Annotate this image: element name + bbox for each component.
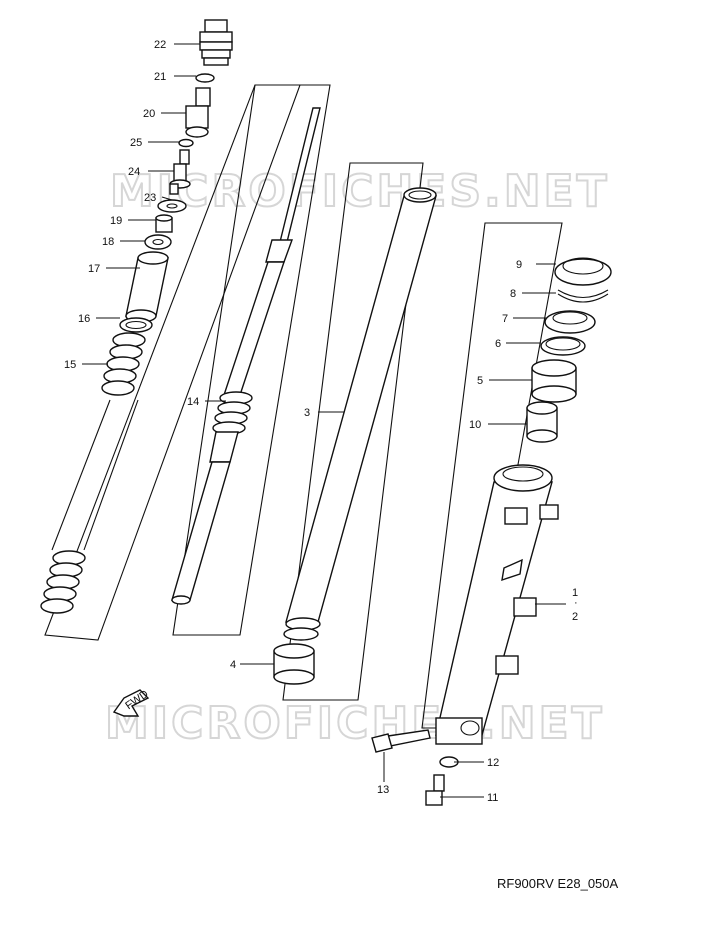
- part-18-washer: [144, 234, 172, 250]
- part-17-spacer: [125, 251, 169, 323]
- part-5-bush: [531, 359, 577, 403]
- part-18-washer-hole: [152, 238, 164, 246]
- part-19-collar: [155, 214, 173, 233]
- part-23-washer-hole: [166, 203, 178, 209]
- callout-21: 21: [154, 71, 166, 83]
- callout-13: 13: [377, 784, 389, 796]
- part-3-inner-tube: [283, 187, 437, 641]
- callout-18: 18: [102, 236, 114, 248]
- part-22-cap-bolt: [199, 19, 233, 66]
- callout-17: 17: [88, 263, 100, 275]
- part-24-rod: [169, 149, 191, 195]
- callout-23: 23: [144, 192, 156, 204]
- callout-15: 15: [64, 359, 76, 371]
- callout-2: 2: [572, 611, 578, 623]
- part-9-dust-seal: [554, 257, 612, 286]
- callout-19: 19: [110, 215, 122, 227]
- part-8-clip: [557, 289, 609, 303]
- part-16-washer-hole: [125, 320, 147, 330]
- part-21-o-ring: [195, 73, 215, 83]
- callout-24: 24: [128, 166, 140, 178]
- callout-12: 12: [487, 757, 499, 769]
- callout-4: 4: [230, 659, 236, 671]
- part-7-oil-seal: [544, 310, 596, 334]
- part-11-bolt: [425, 774, 445, 806]
- callout-14: 14: [187, 396, 199, 408]
- part-25-ring: [178, 138, 194, 148]
- callout-10: 10: [469, 419, 481, 431]
- callout-25: 25: [130, 137, 142, 149]
- part-14-damper-rod: [171, 107, 321, 605]
- callout-7: 7: [502, 313, 508, 325]
- callout-9: 9: [516, 259, 522, 271]
- part-23-washer: [157, 199, 187, 213]
- part-10-guide-bush: [526, 401, 558, 443]
- panel-cylinder-group: [172, 84, 331, 636]
- callout-1: 1: [572, 587, 578, 599]
- panel-inner-tube-group: [282, 162, 424, 701]
- callout-separator: ·: [574, 597, 578, 609]
- callout-11: 11: [487, 792, 498, 804]
- callout-5: 5: [477, 375, 483, 387]
- part-20-adjuster: [185, 87, 211, 138]
- callout-20: 20: [143, 108, 155, 120]
- part-1-outer-tube: [435, 464, 559, 745]
- part-16-washer: [119, 317, 153, 333]
- callout-6: 6: [495, 338, 501, 350]
- callout-16: 16: [78, 313, 90, 325]
- watermark-bottom: MICROFICHES.NET: [105, 698, 605, 749]
- diagram-code: RF900RV E28_050A: [497, 876, 619, 891]
- callout-22: 22: [154, 39, 166, 51]
- leader-lines: [82, 43, 566, 798]
- part-13-bolt: [371, 729, 431, 753]
- callout-3: 3: [304, 407, 310, 419]
- part-4-bush: [273, 643, 315, 685]
- callout-8: 8: [510, 288, 516, 300]
- watermark-top: MICROFICHES.NET: [110, 166, 610, 217]
- part-15-spring: [40, 332, 146, 614]
- part-6-washer: [540, 336, 586, 356]
